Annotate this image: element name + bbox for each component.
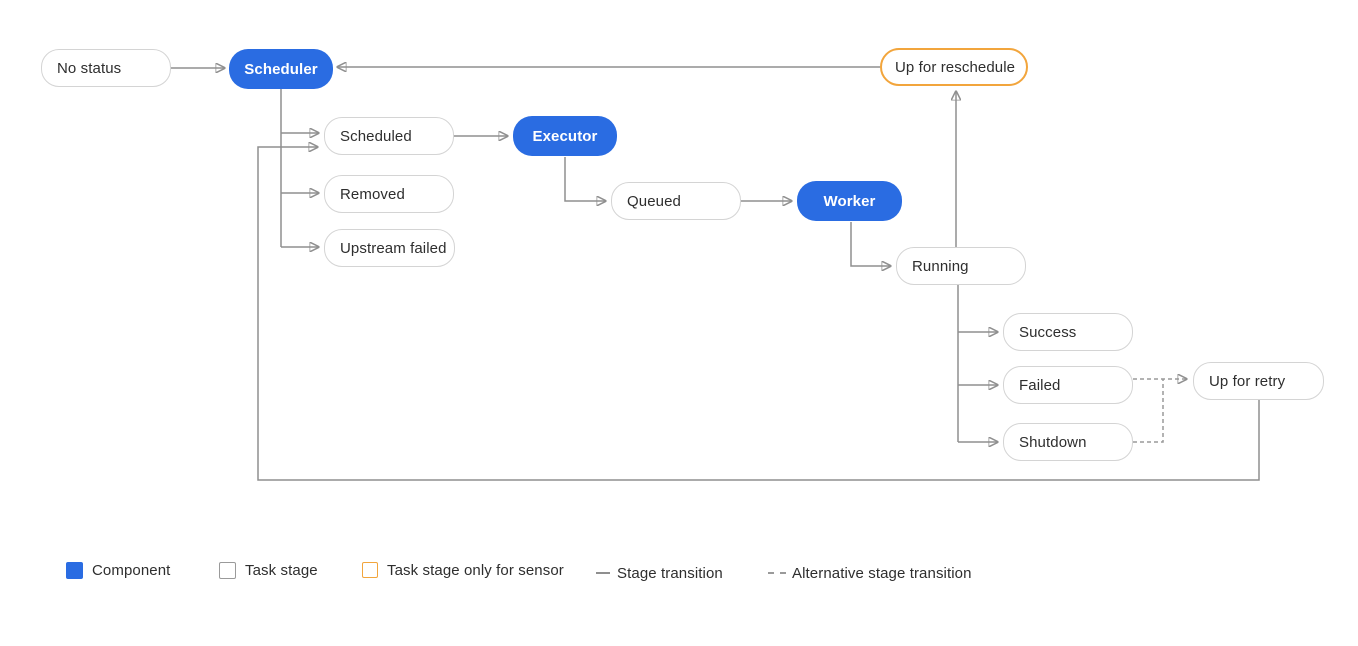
node-scheduled: Scheduled <box>324 117 454 155</box>
node-removed: Removed <box>324 175 454 213</box>
node-up-for-reschedule: Up for reschedule <box>880 48 1028 86</box>
node-no-status: No status <box>41 49 171 87</box>
edge-executor-to-queued <box>564 157 605 201</box>
node-running: Running <box>896 247 1026 285</box>
node-worker: Worker <box>797 181 902 221</box>
edge-shutdown-to-up-for-retry <box>1133 379 1164 443</box>
edge-worker-to-running <box>850 222 890 266</box>
node-up-for-retry: Up for retry <box>1193 362 1324 400</box>
edge-up-for-retry-to-scheduled <box>257 147 1260 481</box>
node-shutdown: Shutdown <box>1003 423 1133 461</box>
node-queued: Queued <box>611 182 741 220</box>
node-failed: Failed <box>1003 366 1133 404</box>
node-success: Success <box>1003 313 1133 351</box>
node-upstream-failed: Upstream failed <box>324 229 455 267</box>
node-executor: Executor <box>513 116 617 156</box>
node-scheduler: Scheduler <box>229 49 333 89</box>
